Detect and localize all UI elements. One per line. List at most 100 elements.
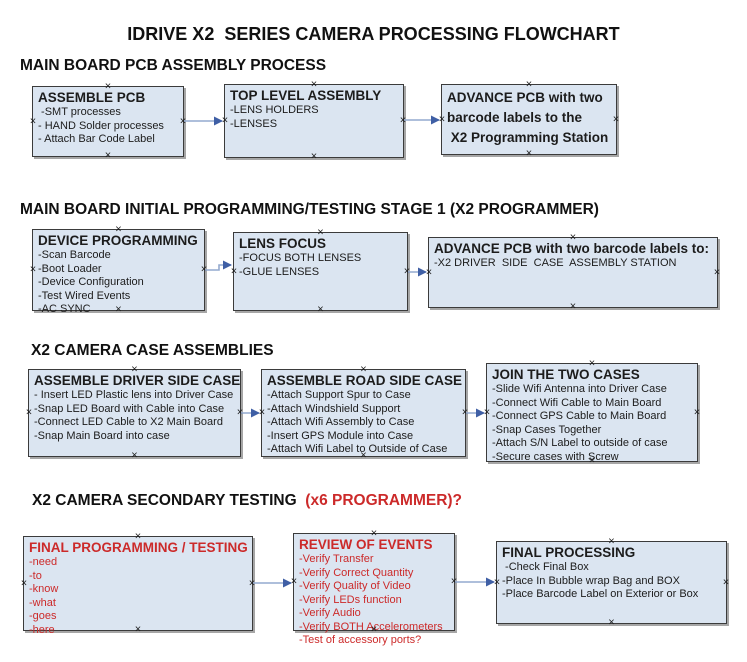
connection-handle-left[interactable]: × bbox=[493, 576, 501, 588]
section-heading-pcb-assembly: MAIN BOARD PCB ASSEMBLY PROCESS bbox=[20, 57, 326, 75]
connection-handle-bottom[interactable]: × bbox=[104, 149, 112, 162]
connection-handle-top[interactable]: × bbox=[360, 363, 367, 376]
box-item: -Snap LED Board with Cable into Case bbox=[34, 402, 225, 415]
box-item: -Verify LEDs function bbox=[299, 593, 402, 606]
box-device-programming[interactable]: DEVICE PROGRAMMING-Scan Barcode-Boot Loa… bbox=[29, 224, 208, 315]
connection-handle-left[interactable]: × bbox=[29, 115, 37, 127]
box-item: -what bbox=[29, 596, 56, 609]
connection-handle-top[interactable]: × bbox=[134, 530, 142, 543]
connection-handle-right[interactable]: × bbox=[179, 115, 187, 127]
connection-handle-bottom[interactable]: × bbox=[134, 623, 142, 636]
box-item: -Attach S/N Label to outside of case bbox=[492, 437, 668, 449]
box-item: -Connect Wifi Cable to Main Board bbox=[492, 396, 662, 409]
connection-handle-bottom[interactable]: × bbox=[310, 150, 318, 163]
box-advance-to-case-assembly[interactable]: ADVANCE PCB with two barcode labels to:-… bbox=[425, 232, 721, 312]
box-item: -know bbox=[29, 583, 59, 595]
connection-handle-right[interactable]: × bbox=[200, 263, 208, 276]
box-top-level-assembly[interactable]: TOP LEVEL ASSEMBLY-LENS HOLDERS-LENSES××… bbox=[221, 79, 407, 162]
box-item: -Place In Bubble wrap Bag and BOX bbox=[502, 574, 680, 587]
connection-handle-top[interactable]: × bbox=[131, 363, 138, 376]
box-item: -Secure cases with Screw bbox=[492, 450, 619, 463]
box-assemble-road-side-case[interactable]: ASSEMBLE ROAD SIDE CASE-Attach Support S… bbox=[258, 364, 469, 461]
connection-handle-right[interactable]: × bbox=[248, 577, 256, 589]
box-title: LENS FOCUS bbox=[239, 236, 327, 251]
connection-handle-bottom[interactable]: × bbox=[525, 147, 533, 160]
connection-handle-top[interactable]: × bbox=[104, 80, 112, 93]
box-item: -Insert GPS Module into Case bbox=[267, 429, 414, 442]
connection-handle-top[interactable]: × bbox=[317, 226, 324, 239]
connection-handle-left[interactable]: × bbox=[29, 263, 37, 276]
box-final-processing[interactable]: FINAL PROCESSING -Check Final Box-Place … bbox=[493, 536, 730, 628]
connection-handle-left[interactable]: × bbox=[20, 577, 28, 589]
connection-handle-bottom[interactable]: × bbox=[588, 454, 596, 467]
box-title: JOIN THE TWO CASES bbox=[492, 367, 640, 382]
connection-handle-right[interactable]: × bbox=[461, 406, 469, 419]
box-title: TOP LEVEL ASSEMBLY bbox=[230, 88, 382, 103]
box-title: ADVANCE PCB with two barcode labels to: bbox=[434, 241, 710, 256]
connection-handle-right[interactable]: × bbox=[450, 575, 458, 588]
heading-red-part: (x6 PROGRAMMER)? bbox=[305, 492, 463, 509]
box-title: X2 Programming Station bbox=[447, 130, 609, 145]
box-title: ASSEMBLE PCB bbox=[38, 90, 146, 105]
heading-part: X2 CAMERA CASE ASSEMBLIES bbox=[31, 342, 274, 359]
box-item: -Slide Wifi Antenna into Driver Case bbox=[492, 383, 667, 395]
box-item: -to bbox=[29, 569, 42, 582]
box-item: -SMT processes bbox=[38, 106, 121, 118]
connection-handle-left[interactable]: × bbox=[483, 406, 491, 418]
connection-handle-bottom[interactable]: × bbox=[569, 300, 577, 313]
connection-handle-left[interactable]: × bbox=[438, 113, 446, 125]
connection-handle-left[interactable]: × bbox=[425, 266, 433, 278]
box-item: -LENSES bbox=[230, 117, 278, 130]
connection-handle-bottom[interactable]: × bbox=[131, 449, 138, 462]
box-lens-focus[interactable]: LENS FOCUS-FOCUS BOTH LENSES-GLUE LENSES… bbox=[230, 227, 411, 315]
connection-handle-top[interactable]: × bbox=[525, 78, 533, 91]
connection-handle-right[interactable]: × bbox=[403, 265, 411, 277]
box-item: -goes bbox=[29, 610, 57, 622]
connection-handle-left[interactable]: × bbox=[25, 406, 33, 419]
connection-handle-left[interactable]: × bbox=[221, 114, 229, 127]
box-item: -Verify Quality of Video bbox=[299, 580, 411, 592]
box-item: -Verify Correct Quantity bbox=[299, 566, 414, 579]
section-heading-initial-programming: MAIN BOARD INITIAL PROGRAMMING/TESTING S… bbox=[20, 201, 599, 219]
box-item: -Snap Cases Together bbox=[492, 423, 602, 436]
connection-handle-bottom[interactable]: × bbox=[317, 303, 324, 316]
box-item: -Place Barcode Label on Exterior or Box bbox=[502, 588, 699, 600]
box-join-the-two-cases[interactable]: JOIN THE TWO CASES-Slide Wifi Antenna in… bbox=[483, 358, 701, 466]
connection-handle-top[interactable]: × bbox=[608, 535, 615, 548]
box-title: REVIEW OF EVENTS bbox=[299, 537, 433, 552]
box-item: -Connect GPS Cable to Main Board bbox=[492, 410, 667, 422]
heading-part: X2 CAMERA SECONDARY TESTING bbox=[32, 492, 306, 509]
connection-handle-top[interactable]: × bbox=[310, 78, 318, 91]
connection-handle-right[interactable]: × bbox=[612, 113, 620, 125]
connection-handle-right[interactable]: × bbox=[399, 114, 407, 127]
connection-handle-top[interactable]: × bbox=[569, 231, 577, 244]
box-item: -Test of accessory ports? bbox=[299, 634, 422, 646]
box-final-programming-testing[interactable]: FINAL PROGRAMMING / TESTING-need-to-know… bbox=[20, 531, 256, 636]
box-assemble-pcb[interactable]: ASSEMBLE PCB -SMT processes- HAND Solder… bbox=[29, 81, 187, 161]
box-item: -Device Configuration bbox=[38, 276, 144, 288]
box-item: -X2 DRIVER SIDE CASE ASSEMBLY STATION bbox=[434, 257, 677, 269]
box-item: -GLUE LENSES bbox=[239, 265, 320, 278]
box-item: - HAND Solder processes bbox=[38, 119, 164, 132]
connection-handle-left[interactable]: × bbox=[290, 575, 298, 588]
box-review-of-events[interactable]: REVIEW OF EVENTS-Verify Transfer-Verify … bbox=[290, 528, 458, 646]
connection-handle-top[interactable]: × bbox=[588, 357, 596, 370]
connection-handle-top[interactable]: × bbox=[115, 223, 122, 236]
connection-handle-bottom[interactable]: × bbox=[360, 449, 367, 462]
connection-handle-left[interactable]: × bbox=[230, 265, 238, 277]
connection-handle-bottom[interactable]: × bbox=[608, 616, 615, 629]
connection-handle-left[interactable]: × bbox=[258, 406, 266, 419]
box-title: barcode labels to the bbox=[447, 110, 583, 125]
box-item: - Insert LED Plastic lens into Driver Ca… bbox=[34, 389, 234, 401]
connection-handle-bottom[interactable]: × bbox=[370, 623, 378, 636]
connection-handle-bottom[interactable]: × bbox=[115, 303, 122, 316]
box-assemble-driver-side-case[interactable]: ASSEMBLE DRIVER SIDE CASE- Insert LED Pl… bbox=[25, 364, 244, 461]
connection-handle-right[interactable]: × bbox=[693, 406, 701, 418]
connection-handle-right[interactable]: × bbox=[236, 406, 244, 419]
box-title: FINAL PROGRAMMING / TESTING bbox=[29, 540, 248, 555]
connection-handle-right[interactable]: × bbox=[722, 576, 730, 588]
box-title: ASSEMBLE ROAD SIDE CASE bbox=[267, 373, 463, 388]
connection-handle-top[interactable]: × bbox=[370, 527, 378, 540]
connection-handle-right[interactable]: × bbox=[713, 266, 721, 278]
